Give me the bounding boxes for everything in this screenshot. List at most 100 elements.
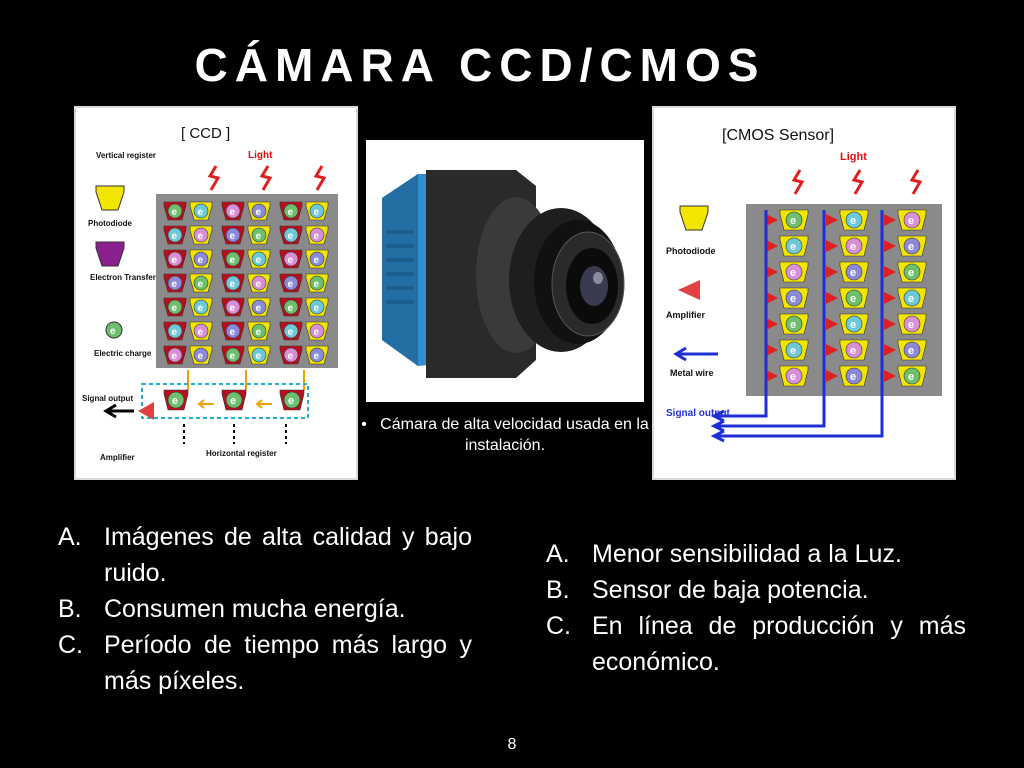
charge-symbol: e bbox=[850, 215, 856, 227]
charge-symbol: e bbox=[230, 207, 236, 218]
charge-symbol: e bbox=[790, 293, 796, 305]
metal-wire bbox=[716, 210, 768, 418]
pixel-amplifier bbox=[884, 318, 896, 330]
charge-symbol: e bbox=[790, 215, 796, 227]
charge-symbol: e bbox=[314, 351, 320, 362]
charge-symbol: e bbox=[198, 207, 204, 218]
charge-symbol: e bbox=[288, 351, 294, 362]
charge-dot bbox=[283, 275, 299, 291]
charge-symbol: e bbox=[288, 255, 294, 266]
cmos-diagram-graphic: [CMOS Sensor] Light Photodiode Amplifier… bbox=[666, 127, 942, 443]
charge-dot bbox=[785, 263, 803, 281]
pixel-amplifier bbox=[766, 344, 778, 356]
light-bolt-icon bbox=[207, 165, 221, 191]
list-item: C.En línea de producción y más económico… bbox=[546, 612, 966, 676]
charge-dot bbox=[167, 227, 183, 243]
photodiode-icon bbox=[95, 185, 125, 211]
horizontal-register-label: Horizontal register bbox=[206, 449, 277, 458]
metal-wire bbox=[716, 210, 826, 428]
charge-dot bbox=[193, 203, 209, 219]
ccd-light-bolts bbox=[207, 165, 327, 191]
pixel-amplifier bbox=[826, 240, 838, 252]
charge-symbol: e bbox=[314, 303, 320, 314]
charge-symbol: e bbox=[256, 207, 262, 218]
charge-dot bbox=[283, 203, 299, 219]
signal-arrow bbox=[710, 429, 725, 443]
light-bolt-icon bbox=[791, 169, 805, 195]
metal-wire-icon bbox=[673, 346, 718, 362]
charge-symbol: e bbox=[230, 255, 236, 266]
charge-dot bbox=[193, 227, 209, 243]
charge-dot bbox=[903, 263, 921, 281]
charge-dot bbox=[845, 211, 863, 229]
charge-dot bbox=[225, 323, 241, 339]
cmos-photodiode-icon bbox=[679, 205, 709, 231]
charge-symbol: e bbox=[230, 395, 236, 407]
charge-dot bbox=[845, 237, 863, 255]
pixel-amplifier bbox=[884, 344, 896, 356]
ccd-advantages-list: A.Imágenes de alta calidad y bajo ruido.… bbox=[58, 519, 472, 699]
pixel-amplifier bbox=[766, 240, 778, 252]
pixel-amplifier bbox=[766, 370, 778, 382]
cmos-legend-amplifier: Amplifier bbox=[666, 310, 706, 320]
charge-symbol: e bbox=[908, 215, 914, 227]
list-item: A.Imágenes de alta calidad y bajo ruido. bbox=[58, 523, 472, 587]
charge-symbol: e bbox=[908, 345, 914, 357]
camera-photo bbox=[366, 140, 644, 402]
charge-symbol: e bbox=[288, 207, 294, 218]
charge-dot bbox=[903, 237, 921, 255]
charge-dot bbox=[167, 347, 183, 363]
charge-symbol: e bbox=[850, 319, 856, 331]
list-item: A.Menor sensibilidad a la Luz. bbox=[546, 540, 902, 568]
charge-dot bbox=[193, 299, 209, 315]
charge-symbol: e bbox=[198, 351, 204, 362]
cmos-diagram: [CMOS Sensor] Light Photodiode Amplifier… bbox=[652, 106, 956, 480]
charge-symbol: e bbox=[172, 303, 178, 314]
charge-symbol: e bbox=[850, 345, 856, 357]
light-bolt-icon bbox=[259, 165, 273, 191]
charge-symbol: e bbox=[314, 327, 320, 338]
charge-symbol: e bbox=[256, 303, 262, 314]
pixel-amplifier bbox=[766, 266, 778, 278]
charge-symbol: e bbox=[288, 303, 294, 314]
ccd-legend-vertical-register: Vertical register bbox=[96, 151, 156, 160]
charge-symbol: e bbox=[790, 267, 796, 279]
cmos-heading: [CMOS Sensor] bbox=[722, 127, 834, 144]
charge-symbol: e bbox=[172, 207, 178, 218]
charge-dot bbox=[225, 299, 241, 315]
charge-dot bbox=[167, 323, 183, 339]
charge-dot bbox=[167, 275, 183, 291]
charge-symbol: e bbox=[790, 241, 796, 253]
charge-symbol: e bbox=[172, 395, 178, 407]
charge-dot bbox=[251, 203, 267, 219]
charge-dot bbox=[225, 275, 241, 291]
signal-arrow bbox=[710, 419, 725, 433]
charge-symbol: e bbox=[172, 255, 178, 266]
charge-dot bbox=[225, 251, 241, 267]
pixel-amplifier bbox=[766, 214, 778, 226]
charge-symbol: e bbox=[908, 267, 914, 279]
charge-dot bbox=[903, 211, 921, 229]
charge-dot bbox=[167, 391, 185, 409]
ccd-legend-photodiode: Photodiode bbox=[88, 219, 133, 228]
pixel-amplifier bbox=[826, 318, 838, 330]
light-bolt-icon bbox=[313, 165, 327, 191]
cmos-output-wires bbox=[710, 210, 884, 443]
transfer-arrow bbox=[197, 399, 214, 409]
electric-charge-symbol: e bbox=[110, 326, 116, 337]
ccd-diagram: [ CCD ] Light Vertical register Photodio… bbox=[74, 106, 358, 480]
slide-title: CÁMARA CCD/CMOS bbox=[194, 39, 766, 91]
charge-dot bbox=[225, 347, 241, 363]
light-bolt-icon bbox=[909, 169, 923, 195]
charge-dot bbox=[903, 341, 921, 359]
charge-dot bbox=[251, 275, 267, 291]
pixel-amplifier bbox=[766, 318, 778, 330]
charge-dot bbox=[193, 323, 209, 339]
list-item: B.Sensor de baja potencia. bbox=[546, 576, 869, 604]
photo-caption: • Cámara de alta velocidad usada en la i… bbox=[360, 414, 650, 456]
cmos-amplifier-icon bbox=[678, 280, 700, 300]
ccd-amplifier-label: Amplifier bbox=[100, 453, 135, 462]
charge-symbol: e bbox=[790, 371, 796, 383]
